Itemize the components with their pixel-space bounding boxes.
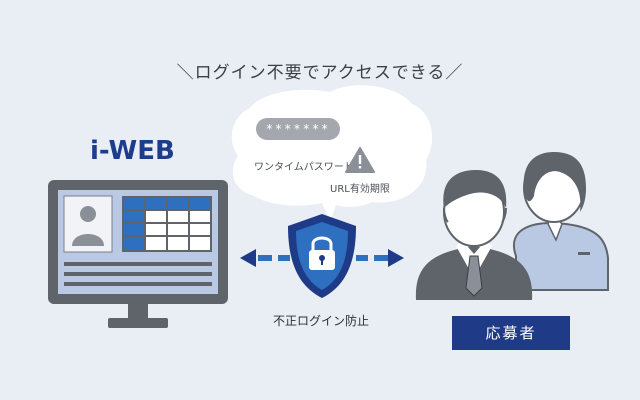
fraud-prevention-label: 不正ログイン防止 <box>272 314 369 328</box>
password-label: ワンタイムパスワード <box>254 162 354 173</box>
applicant-badge: 応募者 <box>452 316 570 350</box>
brand-logo: i-WEB <box>90 136 175 166</box>
password-mask: ******* <box>265 122 331 136</box>
url-expiry-label: URL有効期限 <box>330 184 390 195</box>
headline: ＼ログイン不要でアクセスできる／ <box>176 63 464 83</box>
person-icon <box>72 206 104 246</box>
